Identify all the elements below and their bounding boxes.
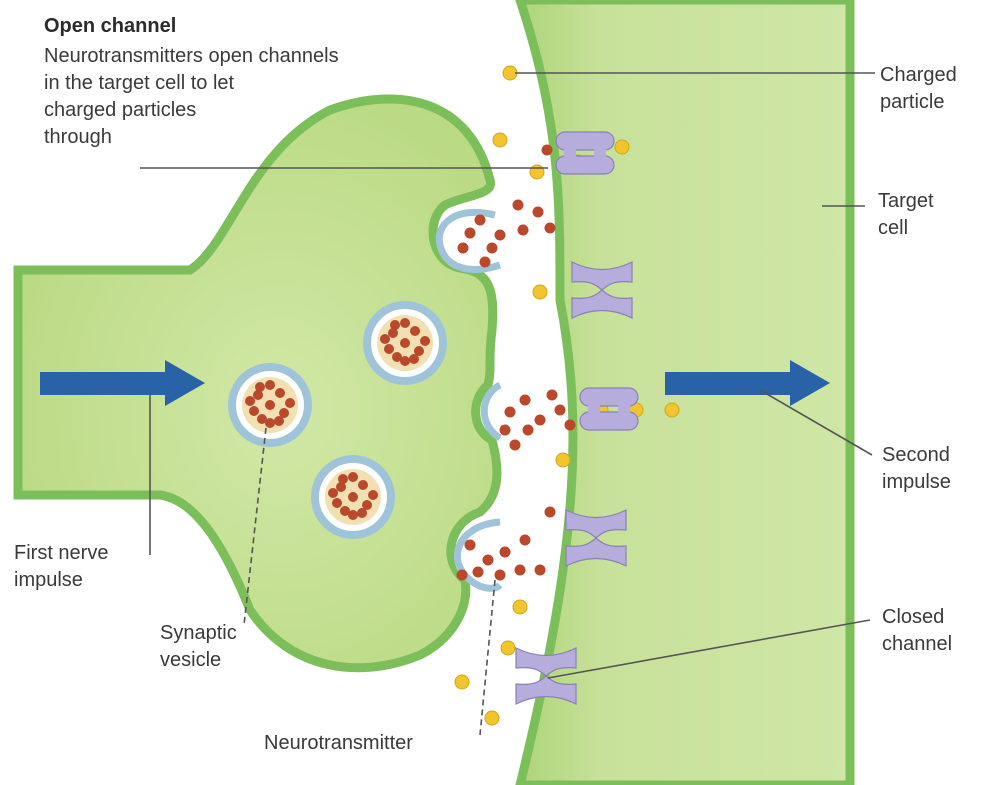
charged-particle	[665, 403, 679, 417]
neurotransmitter-dot	[348, 472, 358, 482]
charged-particle	[503, 66, 517, 80]
label-closed-channel: Closed channel	[882, 604, 952, 658]
neurotransmitter-dot	[520, 395, 531, 406]
label-charged-particle: Charged particle	[880, 62, 957, 116]
neurotransmitter-dot	[555, 405, 566, 416]
neurotransmitter-dot	[420, 336, 430, 346]
charged-particle	[513, 600, 527, 614]
neurotransmitter-dot	[515, 565, 526, 576]
neurotransmitter-dot	[500, 425, 511, 436]
neurotransmitter-dot	[400, 338, 410, 348]
neurotransmitter-dot	[565, 420, 576, 431]
neurotransmitter-dot	[357, 508, 367, 518]
neurotransmitter-dot	[257, 414, 267, 424]
open-channel-title: Open channel	[44, 13, 176, 40]
neurotransmitter-dot	[409, 354, 419, 364]
charged-particle	[556, 453, 570, 467]
neurotransmitter-dot	[545, 223, 556, 234]
open-channel-description: Neurotransmitters open channels in the t…	[44, 43, 339, 151]
neurotransmitter-dot	[340, 506, 350, 516]
neurotransmitter-dot	[368, 490, 378, 500]
charged-particle	[455, 675, 469, 689]
neurotransmitter-dot	[400, 318, 410, 328]
neurotransmitter-dot	[285, 398, 295, 408]
label-synaptic-vesicle: Synaptic vesicle	[160, 620, 237, 674]
label-target-cell: Target cell	[878, 188, 934, 242]
neurotransmitter-dot	[535, 415, 546, 426]
label-neurotransmitter: Neurotransmitter	[264, 730, 413, 757]
neurotransmitter-dot	[483, 555, 494, 566]
neurotransmitter-dot	[495, 230, 506, 241]
neurotransmitter-dot	[338, 474, 348, 484]
neurotransmitter-dot	[255, 382, 265, 392]
neurotransmitter-dot	[520, 535, 531, 546]
label-first-nerve-impulse: First nerve impulse	[14, 540, 108, 594]
neurotransmitter-dot	[473, 567, 484, 578]
neurotransmitter-dot	[275, 388, 285, 398]
neurotransmitter-dot	[384, 344, 394, 354]
charged-particle	[485, 711, 499, 725]
neurotransmitter-dot	[480, 257, 491, 268]
neurotransmitter-dot	[518, 225, 529, 236]
neurotransmitter-dot	[495, 570, 506, 581]
charged-particle	[615, 140, 629, 154]
neurotransmitter-dot	[249, 406, 259, 416]
neurotransmitter-dot	[513, 200, 524, 211]
neurotransmitter-dot	[265, 380, 275, 390]
neurotransmitter-dot	[348, 492, 358, 502]
neurotransmitter-dot	[533, 207, 544, 218]
neurotransmitter-dot	[510, 440, 521, 451]
neurotransmitter-dot	[487, 243, 498, 254]
neurotransmitter-dot	[545, 507, 556, 518]
neurotransmitter-dot	[542, 145, 553, 156]
neurotransmitter-dot	[465, 228, 476, 239]
charged-particle	[530, 165, 544, 179]
neurotransmitter-dot	[505, 407, 516, 418]
neurotransmitter-dot	[523, 425, 534, 436]
neurotransmitter-dot	[457, 570, 468, 581]
neurotransmitter-dot	[265, 400, 275, 410]
charged-particle	[493, 133, 507, 147]
neurotransmitter-dot	[535, 565, 546, 576]
neurotransmitter-dot	[380, 334, 390, 344]
neurotransmitter-dot	[274, 416, 284, 426]
neurotransmitter-dot	[390, 320, 400, 330]
neurotransmitter-dot	[410, 326, 420, 336]
neurotransmitter-dot	[392, 352, 402, 362]
neurotransmitter-dot	[475, 215, 486, 226]
neurotransmitter-dot	[332, 498, 342, 508]
neurotransmitter-dot	[358, 480, 368, 490]
neurotransmitter-dot	[328, 488, 338, 498]
neurotransmitter-dot	[458, 243, 469, 254]
label-second-impulse: Second impulse	[882, 442, 951, 496]
charged-particle	[501, 641, 515, 655]
neurotransmitter-dot	[245, 396, 255, 406]
neurotransmitter-dot	[547, 390, 558, 401]
neurotransmitter-dot	[500, 547, 511, 558]
charged-particle	[533, 285, 547, 299]
neurotransmitter-dot	[465, 540, 476, 551]
